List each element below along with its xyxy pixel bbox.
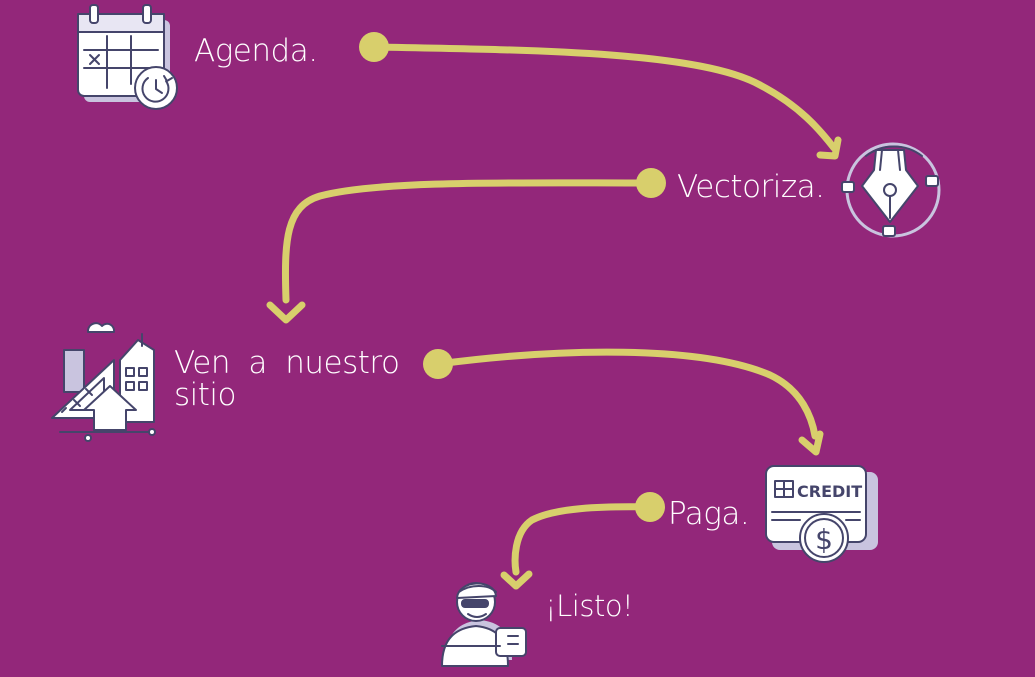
step-label-vectoriza: Vectoriza. [677,169,825,205]
step-label-sitio: Ven a nuestro sitio [174,345,400,413]
connector-paga-to-listo [500,503,654,590]
connector-dot-sitio [423,349,453,379]
connectors [266,43,842,590]
connector-dot-agenda [359,32,389,62]
step-label-listo: ¡Listo! [545,589,634,623]
connector-dot-vectoriza [636,168,666,198]
step-label-agenda: Agenda. [194,33,318,69]
dollar-sign: $ [815,523,833,556]
connector-sitio-to-paga [434,348,824,456]
credit-card-payment-icon: CREDIT $ [765,465,878,563]
connector-dots [359,32,666,522]
credit-card-text: CREDIT [797,482,862,501]
person-with-package-icon [441,582,527,667]
connector-agenda-to-vectoriza [370,43,842,160]
pen-tool-icon [841,142,941,238]
calendar-clock-icon [77,4,178,110]
connector-vectoriza-to-sitio [266,179,655,324]
step-label-paga: Paga. [668,496,750,532]
connector-dot-paga [635,492,665,522]
city-building-icon [51,322,156,442]
